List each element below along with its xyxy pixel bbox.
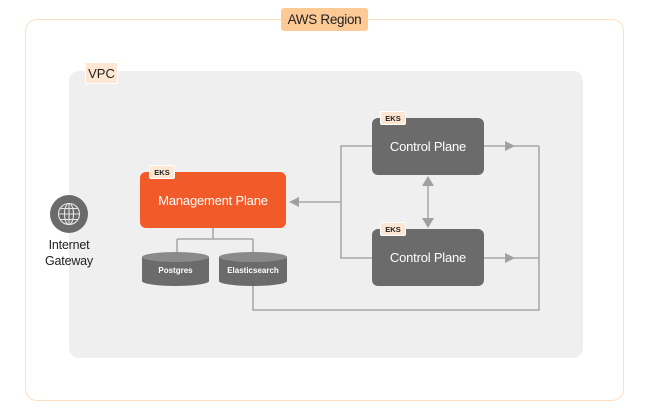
elasticsearch-label: Elasticsearch [227,266,279,275]
vpc-label: VPC [85,62,118,84]
postgres-label: Postgres [158,266,193,275]
cp1-arrowhead [505,141,515,151]
postgres-db [142,252,209,286]
management-plane-eks-badge: EKS [149,165,175,179]
management-plane-node: Management Plane [140,172,286,228]
internet-gateway-label: Internet Gateway [30,237,108,269]
cp-sync-arrowhead-down [422,218,434,228]
aws-region-label: AWS Region [281,8,368,31]
elasticsearch-return-line [252,146,540,311]
cp-left-bracket [340,145,372,259]
elasticsearch-db [219,252,287,286]
internet-gateway-label-line1: Internet [48,238,90,252]
internet-gateway-label-line2: Gateway [45,254,93,268]
cp-sync-arrowhead-up [422,176,434,186]
management-plane-label: Management Plane [158,192,268,208]
cp2-arrowhead [505,253,515,263]
control-plane-1-eks-badge: EKS [380,111,406,125]
control-plane-node-2: Control Plane [372,229,484,286]
control-plane-1-label: Control Plane [389,139,467,154]
control-plane-2-label: Control Plane [389,250,467,265]
control-plane-node-1: Control Plane [372,118,484,175]
globe-icon [50,195,88,233]
control-plane-2-eks-badge: EKS [380,222,406,236]
